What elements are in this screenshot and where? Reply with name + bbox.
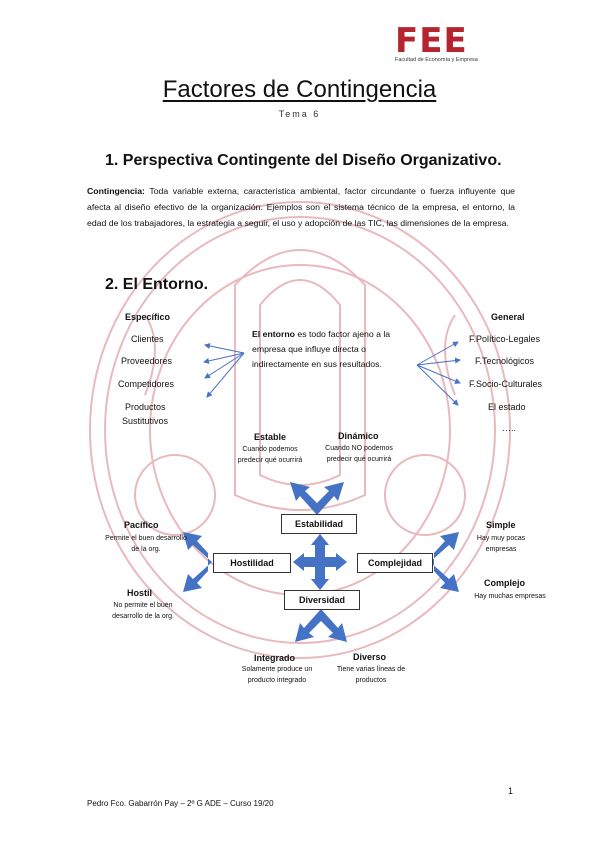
thin-arrows-left xyxy=(203,343,245,398)
complejidad-box: Complejidad xyxy=(357,553,433,573)
section1-heading: 1. Perspectiva Contingente del Diseño Or… xyxy=(105,152,502,169)
integrado-title: Integrado xyxy=(254,653,296,663)
especifico-item: Sustitutivos xyxy=(122,416,169,426)
especifico-item: Clientes xyxy=(131,334,164,344)
estable-title: Estable xyxy=(254,432,287,442)
page-subtitle: Tema 6 xyxy=(278,109,321,119)
pacifico-desc: Permite el buen desarrollo de la org. xyxy=(105,535,187,553)
general-item: F.Socio-Culturales xyxy=(469,379,543,389)
general-item: F.Político-Legales xyxy=(469,334,541,344)
section2-heading: 2. El Entorno. xyxy=(105,276,209,293)
entorno-text: es todo factor ajeno a la empresa que in… xyxy=(252,329,391,369)
fee-logo-subtitle: Facultad de Economía y Empresa xyxy=(395,57,478,63)
dinamico-title: Dinámico xyxy=(338,431,379,441)
contingencia-term: Contingencia: xyxy=(87,186,145,196)
university-seal-watermark xyxy=(89,201,511,659)
hostil-desc: No permite el buen desarrollo de la org. xyxy=(112,602,174,620)
entorno-term: El entorno xyxy=(252,329,295,339)
page-title: Factores de Contingencia xyxy=(162,76,437,103)
especifico-item: Competidores xyxy=(118,379,175,389)
dinamico-desc: Cuando NO podemos predecir qué ocurrirá xyxy=(325,445,393,463)
thick-arrows xyxy=(183,482,459,642)
contingencia-text: Toda variable externa, característica am… xyxy=(87,186,515,228)
integrado-desc: Solamente produce un producto integrado xyxy=(241,666,313,684)
estabilidad-box: Estabilidad xyxy=(281,514,357,534)
simple-desc: Hay muy pocas empresas xyxy=(476,535,526,553)
fee-logo: FEE xyxy=(395,21,468,61)
diverso-desc: Tiene varias líneas de productos xyxy=(336,666,406,684)
especifico-title: Específico xyxy=(125,312,171,322)
especifico-item: Proveedores xyxy=(121,356,173,366)
general-item: F.Tecnológicos xyxy=(475,356,535,366)
hostil-title: Hostil xyxy=(127,588,153,598)
complejo-desc: Hay muchas empresas xyxy=(474,593,546,600)
hostilidad-box: Hostilidad xyxy=(213,553,291,573)
entorno-definition: El entorno es todo factor ajeno a la emp… xyxy=(252,327,412,372)
footer-author: Pedro Fco. Gabarrón Pay – 2º G ADE – Cur… xyxy=(87,799,274,808)
pacifico-title: Pacífico xyxy=(124,520,159,530)
page-number: 1 xyxy=(508,786,514,796)
section1-paragraph: Contingencia: Toda variable externa, car… xyxy=(87,183,515,231)
diverso-title: Diverso xyxy=(353,652,387,662)
general-item: El estado xyxy=(488,402,526,412)
simple-title: Simple xyxy=(486,520,516,530)
especifico-item: Productos xyxy=(125,402,166,412)
general-title: General xyxy=(491,312,525,322)
estable-desc: Cuando podemos predecir qué ocurrirá xyxy=(237,446,303,464)
general-item: ….. xyxy=(502,423,517,433)
thin-arrows-right xyxy=(416,341,461,406)
diversidad-box: Diversidad xyxy=(284,590,360,610)
complejo-title: Complejo xyxy=(484,578,526,588)
